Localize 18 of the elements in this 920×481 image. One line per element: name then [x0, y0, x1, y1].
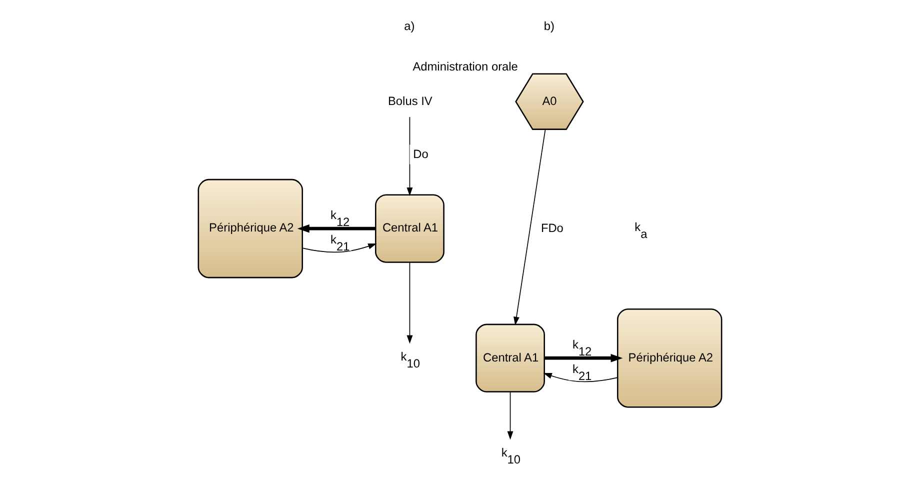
- edge-label: FDo: [540, 221, 564, 236]
- arrow: [543, 372, 618, 382]
- arrow: [302, 243, 377, 253]
- label: b): [544, 19, 555, 34]
- node-box: Périphérique A2: [617, 308, 722, 408]
- label: a): [404, 19, 415, 34]
- node-box: Périphérique A2: [198, 178, 303, 278]
- arrow: [507, 391, 514, 440]
- node-text: Bolus IV: [388, 94, 432, 108]
- node-box: Central A1: [375, 194, 444, 263]
- edge-label: Do: [413, 147, 428, 162]
- node-box: Central A1: [476, 324, 545, 392]
- arrow: [406, 262, 413, 344]
- arrow: [514, 129, 546, 326]
- arrow: [544, 354, 623, 362]
- arrow: [297, 224, 376, 233]
- arrow: [406, 116, 413, 196]
- node-label: Administration orale: [412, 60, 518, 74]
